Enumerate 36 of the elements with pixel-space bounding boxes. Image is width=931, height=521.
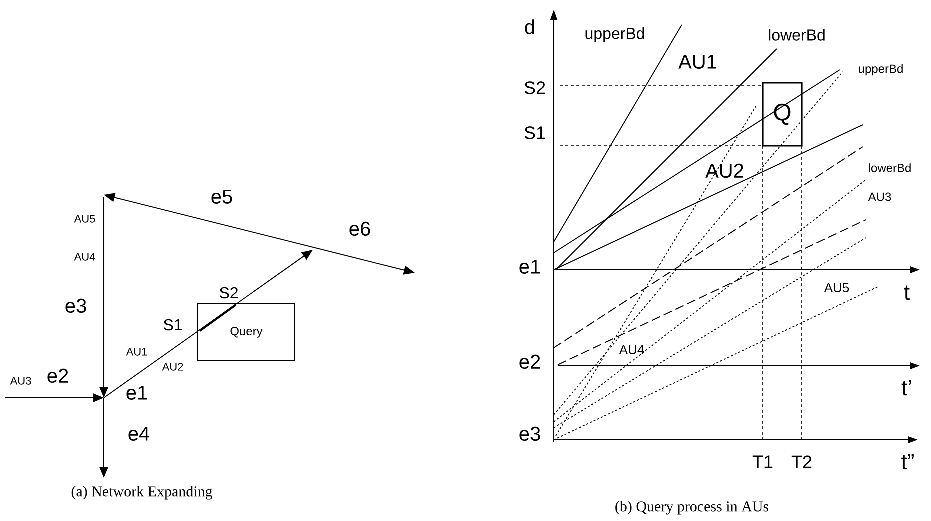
line-label: upperBd: [859, 64, 903, 76]
axis-label: t”: [902, 454, 914, 470]
road-label: e4: [128, 427, 150, 441]
axis-label: t: [904, 286, 910, 300]
segment-label: AU1: [126, 348, 148, 356]
time-label: T1: [752, 456, 773, 468]
segment-label: AU3: [868, 192, 892, 202]
road-label: e1: [520, 260, 540, 274]
segment-label: AU3: [10, 377, 32, 385]
time-label: T2: [792, 456, 812, 468]
road-label: e3: [66, 298, 86, 314]
segment-label: AU4: [619, 345, 644, 355]
subcaption: (a) Network Expanding: [72, 486, 213, 500]
road-label: e6: [350, 222, 370, 236]
segment-label: AU2: [706, 164, 744, 178]
segment-label: AU2: [162, 363, 184, 371]
line-label: lowerBd: [869, 164, 911, 172]
segment-label: AU5: [74, 215, 96, 223]
road-label: e2: [48, 368, 68, 384]
line-label: upperBd: [586, 28, 644, 42]
road-label: e2: [520, 354, 540, 370]
query-box: Query: [198, 304, 296, 362]
position-label: S1: [164, 319, 182, 331]
road-label: e1: [126, 386, 148, 400]
subcaption: (b) Query process in AUs: [616, 501, 768, 515]
position-label: S2: [524, 82, 546, 94]
axis-label: d: [525, 20, 534, 34]
segment-label: AU4: [74, 253, 96, 261]
query-box: Q: [762, 82, 803, 147]
line-label: lowerBd: [769, 29, 825, 41]
segment-label: AU1: [678, 55, 716, 69]
axis-label: t’: [902, 380, 912, 396]
road-label: e5: [212, 190, 232, 204]
road-label: e3: [520, 426, 540, 442]
position-label: S1: [524, 126, 546, 140]
segment-label: AU5: [824, 283, 850, 293]
